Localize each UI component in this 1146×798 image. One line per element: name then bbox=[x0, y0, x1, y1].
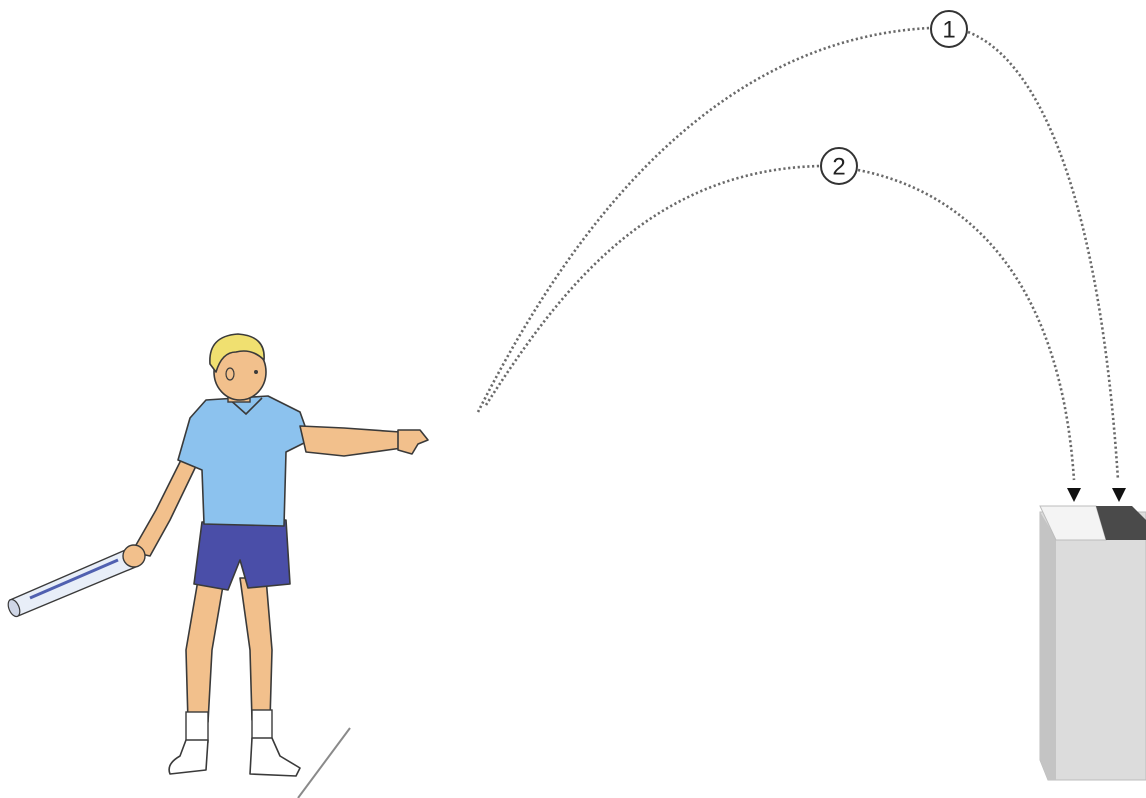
left-shoe bbox=[169, 740, 208, 774]
trajectory-1 bbox=[478, 28, 1126, 502]
shuttle-tube-icon bbox=[6, 548, 138, 618]
target-box-icon bbox=[1040, 506, 1146, 780]
right-leg bbox=[240, 578, 272, 720]
trajectory-2 bbox=[486, 166, 1081, 502]
player-figure bbox=[6, 334, 428, 776]
back-arm bbox=[132, 458, 196, 556]
throwing-hand bbox=[398, 430, 428, 454]
marker-2: 2 bbox=[821, 148, 857, 184]
floor-line bbox=[298, 728, 350, 798]
right-shoe bbox=[250, 738, 300, 776]
marker-2-label: 2 bbox=[832, 154, 845, 181]
throwing-arm bbox=[300, 426, 402, 456]
trajectory-1-arrowhead-icon bbox=[1112, 488, 1126, 502]
marker-1-label: 1 bbox=[942, 17, 955, 44]
left-leg bbox=[186, 580, 224, 722]
trajectory-2-arrowhead-icon bbox=[1067, 488, 1081, 502]
marker-1: 1 bbox=[931, 11, 967, 47]
shirt bbox=[178, 396, 310, 526]
